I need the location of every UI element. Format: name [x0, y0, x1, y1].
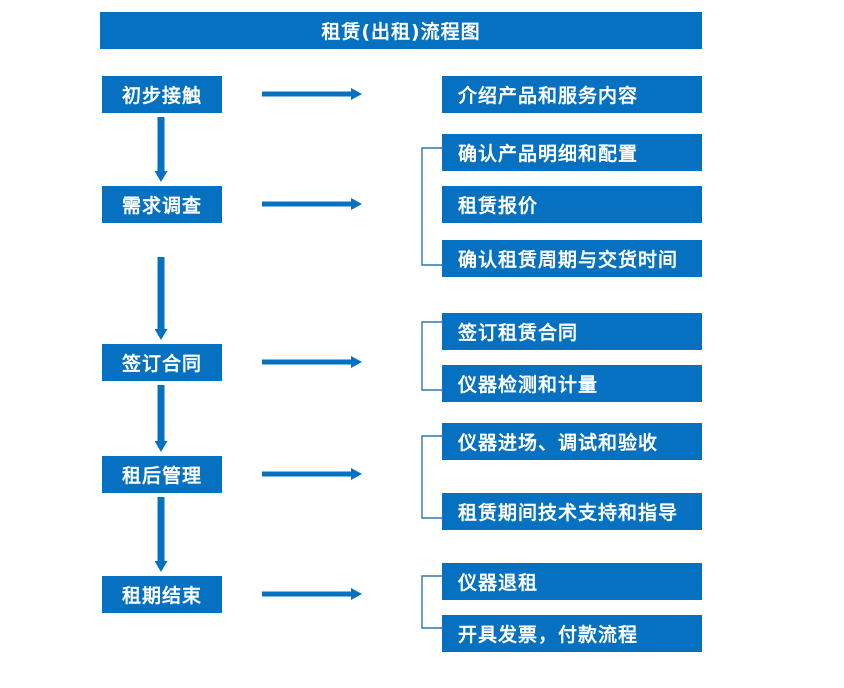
- detail-box-label: 开具发票，付款流程: [458, 624, 639, 646]
- stage-box-2[interactable]: 需求调查: [102, 186, 222, 223]
- stage-box-label: 需求调查: [121, 195, 202, 217]
- bracket-needs-group: [421, 147, 442, 266]
- detail-box-label: 确认产品明细和配置: [458, 143, 639, 165]
- detail-box-10[interactable]: 开具发票，付款流程: [442, 615, 702, 652]
- detail-box-2[interactable]: 确认产品明细和配置: [442, 134, 702, 171]
- arrow-stage-2-to-detail: [262, 198, 362, 210]
- arrow-stage-4-to-stage-5: [154, 497, 168, 572]
- arrow-stage-2-to-stage-3: [154, 257, 168, 340]
- arrow-stage-1-to-stage-2: [154, 117, 168, 182]
- bracket-postrent-group: [421, 435, 442, 519]
- detail-box-label: 确认租赁周期与交货时间: [458, 249, 679, 271]
- detail-box-label: 签订租赁合同: [458, 322, 579, 344]
- detail-box-3[interactable]: 租赁报价: [442, 186, 702, 223]
- detail-box-label: 仪器检测和计量: [458, 374, 599, 396]
- arrow-stage-3-to-detail: [262, 356, 362, 368]
- bracket-contract-group: [421, 321, 442, 391]
- bracket-end-group: [421, 575, 442, 629]
- detail-box-label: 租赁期间技术支持和指导: [458, 502, 679, 524]
- stage-box-1[interactable]: 初步接触: [102, 76, 222, 113]
- detail-box-label: 仪器退租: [458, 572, 539, 594]
- detail-box-8[interactable]: 租赁期间技术支持和指导: [442, 493, 702, 530]
- stage-box-3[interactable]: 签订合同: [102, 344, 222, 381]
- arrow-stage-4-to-detail: [262, 468, 362, 480]
- stage-box-label: 租期结束: [121, 585, 202, 607]
- detail-box-1[interactable]: 介绍产品和服务内容: [442, 76, 702, 113]
- arrow-stage-5-to-detail: [262, 588, 362, 600]
- detail-box-4[interactable]: 确认租赁周期与交货时间: [442, 240, 702, 277]
- detail-box-6[interactable]: 仪器检测和计量: [442, 365, 702, 402]
- detail-box-label: 租赁报价: [458, 195, 539, 217]
- stage-box-4[interactable]: 租后管理: [102, 456, 222, 493]
- stage-box-label: 初步接触: [121, 85, 202, 107]
- detail-box-5[interactable]: 签订租赁合同: [442, 313, 702, 350]
- detail-box-label: 仪器进场、调试和验收: [458, 432, 659, 454]
- stage-box-label: 签订合同: [121, 353, 202, 375]
- stage-box-5[interactable]: 租期结束: [102, 576, 222, 613]
- arrow-stage-3-to-stage-4: [154, 385, 168, 452]
- page-title: 租赁(出租)流程图: [100, 12, 702, 49]
- detail-box-label: 介绍产品和服务内容: [458, 85, 639, 107]
- detail-box-9[interactable]: 仪器退租: [442, 563, 702, 600]
- detail-box-7[interactable]: 仪器进场、调试和验收: [442, 423, 702, 460]
- arrow-stage-1-to-detail: [262, 88, 362, 100]
- stage-box-label: 租后管理: [121, 465, 202, 487]
